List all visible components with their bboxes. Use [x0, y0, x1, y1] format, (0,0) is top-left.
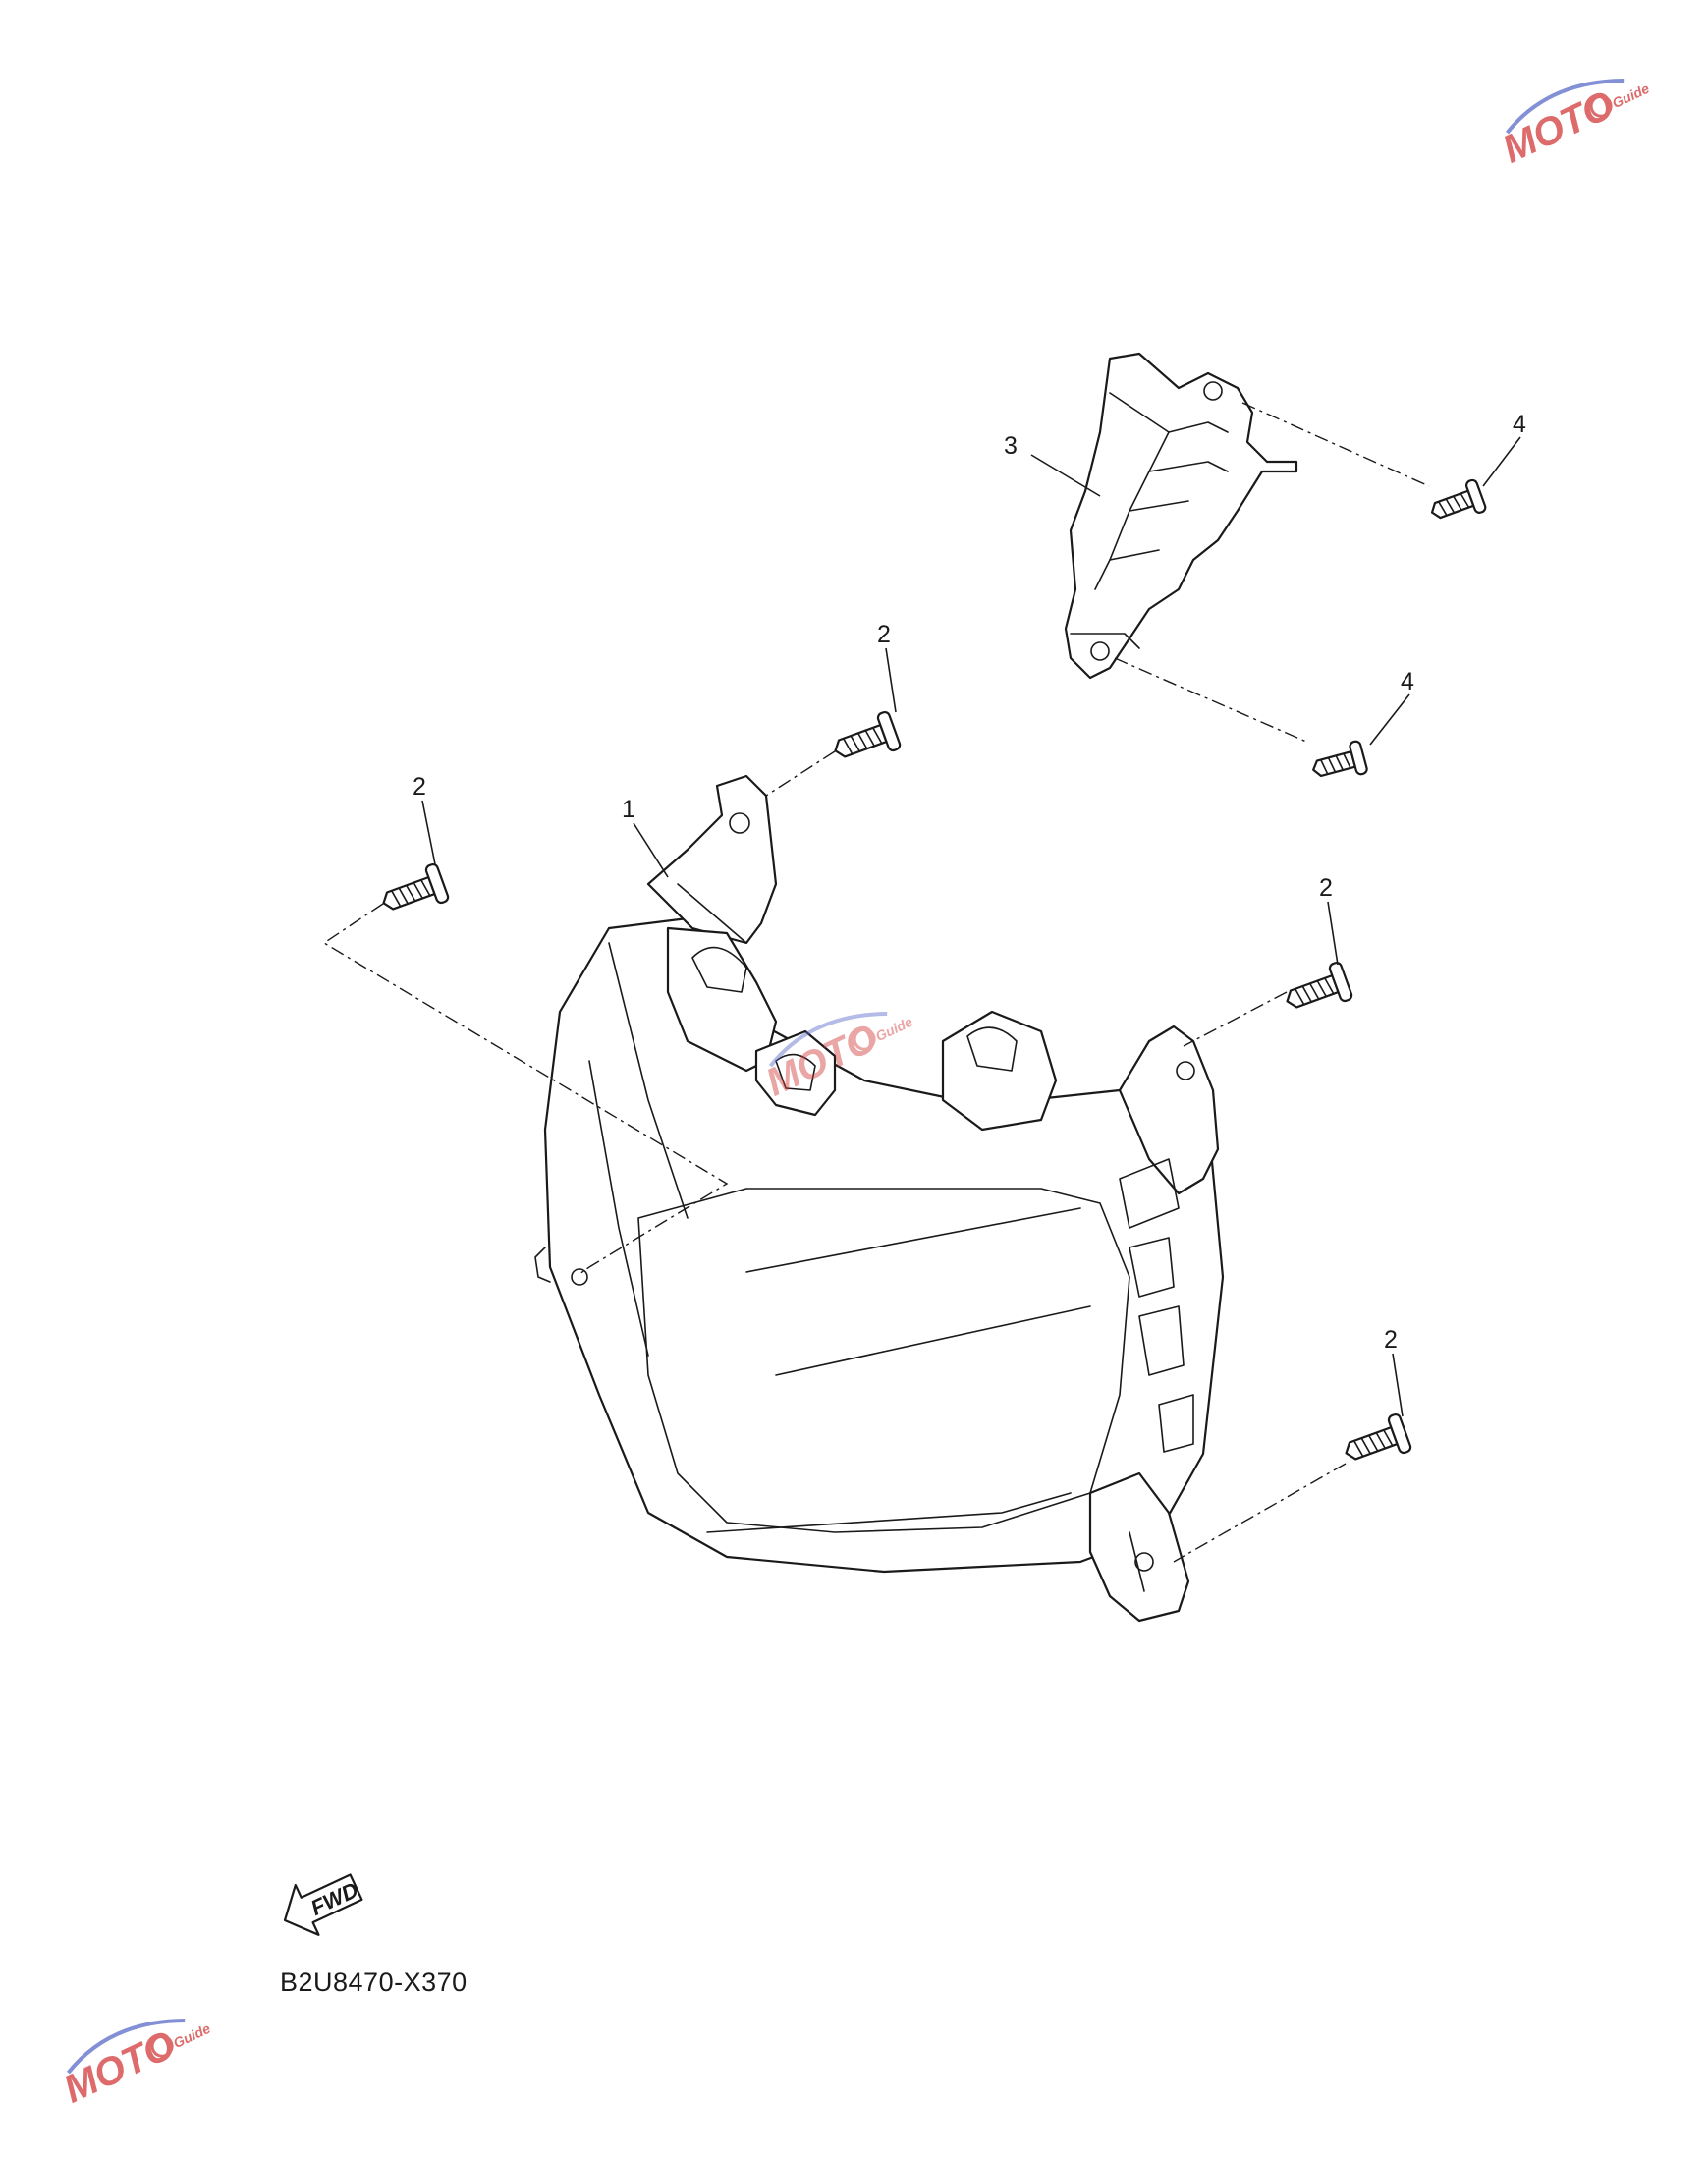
callout-leaders	[421, 436, 1521, 1417]
screw-top-center	[834, 710, 902, 758]
drawing-code: B2U8470-X370	[280, 1967, 468, 1997]
fwd-arrow-icon: FWD	[283, 1873, 363, 1936]
callout-part-4-top: 4	[1513, 411, 1526, 438]
callout-part-2-top-left: 2	[413, 773, 426, 801]
svg-text:Guide: Guide	[171, 2021, 213, 2051]
callout-part-4-bottom: 4	[1401, 668, 1414, 695]
screw-bracket-top	[1430, 478, 1487, 520]
screw-right-upper	[1286, 961, 1353, 1009]
screw-right-lower	[1345, 1413, 1412, 1461]
headlight-assembly	[534, 774, 1225, 1623]
watermark-logo-top-right: MOTO Guide	[1496, 79, 1652, 172]
watermark-logo-bottom-left: MOTO Guide	[57, 2019, 213, 2112]
screw-top-left	[382, 862, 450, 911]
assembly-lines	[322, 402, 1430, 1563]
callout-part-2-right-lower: 2	[1384, 1326, 1398, 1354]
headlight-bracket	[1064, 352, 1298, 680]
screw-bracket-bottom	[1312, 740, 1368, 778]
callout-part-2-right-upper: 2	[1319, 874, 1333, 902]
callout-part-2-top-center: 2	[877, 621, 891, 648]
svg-text:Guide: Guide	[1610, 81, 1652, 111]
callout-part-3: 3	[1004, 432, 1018, 460]
svg-text:Guide: Guide	[873, 1014, 915, 1044]
callout-part-1: 1	[622, 796, 635, 823]
